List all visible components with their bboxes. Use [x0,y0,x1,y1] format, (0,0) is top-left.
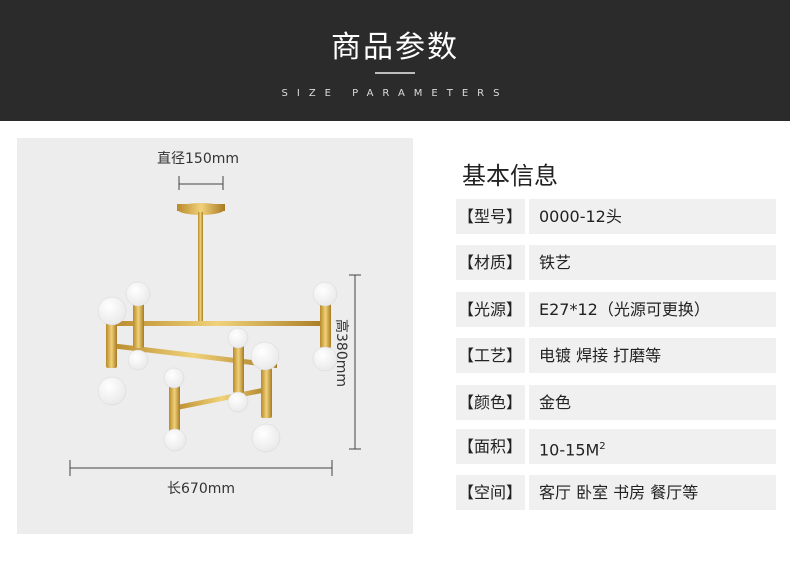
info-title: 基本信息 [462,162,558,190]
param-value: 电镀 焊接 打磨等 [539,346,662,365]
param-row-craft: 【工艺】 电镀 焊接 打磨等 [456,338,776,373]
length-label: 长670mm [167,481,235,497]
param-key: 【光源】 [457,300,522,319]
product-image: 直径150mm 高380mm 长670mm [17,138,413,534]
area-value: 10-15M [539,440,600,460]
param-row-space: 【空间】 客厅 卧室 书房 餐厅等 [456,475,776,510]
param-value: 铁艺 [539,253,572,272]
param-row-area: 【面积】 10-15M2 [456,429,776,464]
param-key: 【空间】 [457,483,522,502]
header-divider [375,72,415,74]
param-key: 【型号】 [457,207,522,226]
param-row-light-source: 【光源】 E27*12（光源可更换） [456,292,776,327]
chandelier-illustration [69,176,361,476]
param-key: 【面积】 [457,437,522,456]
param-key: 【颜色】 [457,393,522,412]
row-separator [525,475,529,510]
header-banner: 商品参数 SIZE PARAMETERS [0,0,790,121]
row-separator [525,245,529,280]
param-key: 【工艺】 [457,346,522,365]
height-label: 高380mm [333,319,349,387]
diameter-label: 直径150mm [157,151,239,167]
dimension-lines [69,176,361,476]
row-separator [525,385,529,420]
row-separator [525,429,529,464]
area-unit-superscript: 2 [599,441,606,452]
row-separator [525,199,529,234]
header-subtitle: SIZE PARAMETERS [281,88,509,99]
param-key: 【材质】 [457,253,522,272]
row-separator [525,338,529,373]
bulbs [97,281,338,453]
param-value: 客厅 卧室 书房 餐厅等 [539,483,699,502]
param-row-color: 【颜色】 金色 [456,385,776,420]
param-value: 金色 [539,393,572,412]
param-value: 0000-12头 [539,207,622,226]
param-value: E27*12（光源可更换） [539,300,710,319]
param-value: 10-15M2 [539,429,606,464]
param-row-material: 【材质】 铁艺 [456,245,776,280]
param-row-model: 【型号】 0000-12头 [456,199,776,234]
header-title: 商品参数 [331,30,459,65]
row-separator [525,292,529,327]
